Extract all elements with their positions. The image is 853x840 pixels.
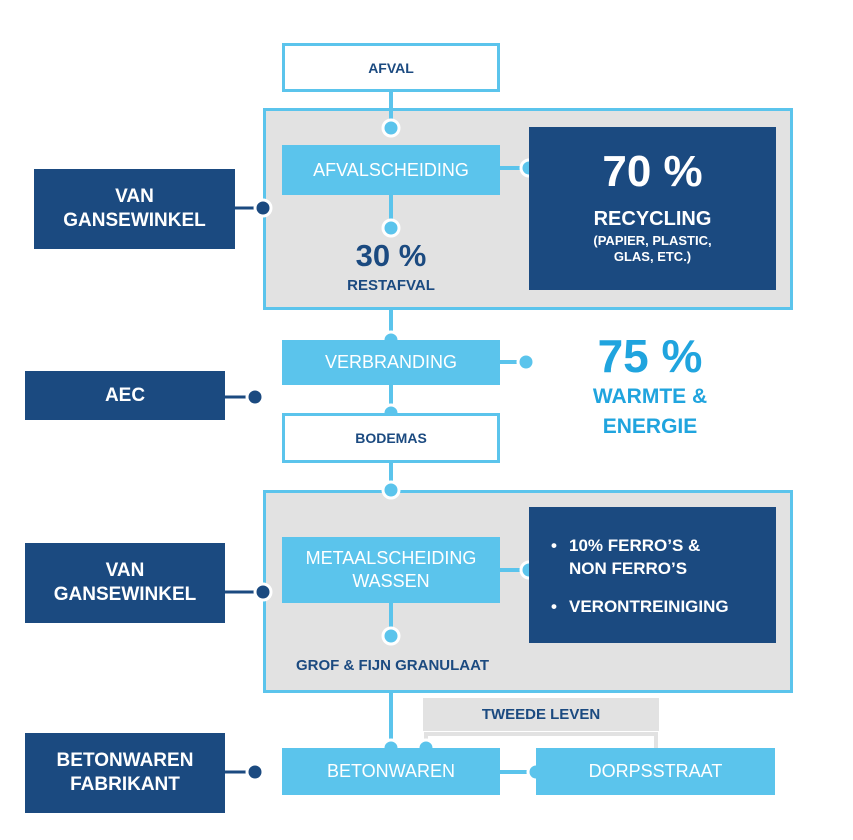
metals-item-verontreiniging: VERONTREINIGING bbox=[529, 595, 776, 618]
node-metaalscheiding-line2: WASSEN bbox=[352, 571, 430, 591]
restafval-label: RESTAFVAL bbox=[347, 277, 435, 294]
metals-item-verontreiniging-text: VERONTREINIGING bbox=[569, 597, 729, 616]
actor-aec-label: AEC bbox=[104, 384, 146, 406]
node-afvalscheiding-label: AFVALSCHEIDING bbox=[313, 159, 469, 180]
node-dorpsstraat-label: DORPSSTRAAT bbox=[588, 761, 723, 781]
node-bodemas: BODEMAS bbox=[282, 413, 500, 463]
actor-van-gansewinkel-2-line2: GANSEWINKEL bbox=[53, 584, 197, 605]
actor-betonwaren-fabrikant-line1: BETONWAREN bbox=[56, 750, 194, 771]
energy-line1: WARMTE & bbox=[592, 385, 708, 408]
metals-list: 10% FERRO’S & NON FERRO’S VERONTREINIGIN… bbox=[529, 534, 776, 618]
granulaat-label: GROF & FIJN GRANULAAT bbox=[295, 657, 490, 674]
recycling-percentage: 70 % bbox=[602, 147, 703, 196]
node-afval: AFVAL bbox=[282, 43, 500, 92]
node-bodemas-label: BODEMAS bbox=[355, 430, 427, 446]
restafval-percentage: 30 % bbox=[355, 238, 427, 273]
actor-van-gansewinkel-1-line2: GANSEWINKEL bbox=[63, 210, 206, 231]
node-verbranding-label: VERBRANDING bbox=[324, 352, 458, 372]
recycling-detail-line1: (PAPIER, PLASTIC, bbox=[593, 233, 712, 248]
actor-betonwaren-fabrikant: BETONWAREN FABRIKANT bbox=[25, 733, 225, 813]
actor-betonwaren-fabrikant-line2: FABRIKANT bbox=[70, 774, 180, 795]
node-afval-label: AFVAL bbox=[368, 59, 414, 76]
energy-percentage: 75 % bbox=[597, 330, 703, 382]
node-dorpsstraat: DORPSSTRAAT bbox=[536, 748, 775, 795]
node-betonwaren: BETONWAREN bbox=[282, 748, 500, 795]
metals-item-ferro: 10% FERRO’S & NON FERRO’S bbox=[529, 534, 776, 580]
node-metaalscheiding: METAALSCHEIDING WASSEN bbox=[282, 537, 500, 603]
recycling-detail-line2: GLAS, ETC.) bbox=[613, 249, 692, 264]
energy-line2: ENERGIE bbox=[602, 415, 698, 438]
node-verbranding: VERBRANDING bbox=[282, 340, 500, 385]
tweede-leven-label: TWEEDE LEVEN bbox=[423, 698, 659, 731]
metals-item-ferro-text: 10% FERRO’S & NON FERRO’S bbox=[569, 536, 701, 578]
node-betonwaren-label: BETONWAREN bbox=[326, 761, 455, 781]
metals-box: 10% FERRO’S & NON FERRO’S VERONTREINIGIN… bbox=[529, 507, 776, 643]
node-metaalscheiding-line1: METAALSCHEIDING bbox=[305, 548, 477, 568]
recycling-title: RECYCLING bbox=[593, 208, 712, 230]
node-afvalscheiding: AFVALSCHEIDING bbox=[282, 145, 500, 195]
actor-van-gansewinkel-1: VAN GANSEWINKEL bbox=[34, 169, 235, 249]
actor-van-gansewinkel-2-line1: VAN bbox=[105, 560, 145, 581]
actor-van-gansewinkel-2: VAN GANSEWINKEL bbox=[25, 543, 225, 623]
actor-aec: AEC bbox=[25, 371, 225, 420]
recycling-box: 70 % RECYCLING (PAPIER, PLASTIC, GLAS, E… bbox=[529, 127, 776, 290]
actor-van-gansewinkel-1-line1: VAN bbox=[115, 186, 154, 207]
tweede-leven-text: TWEEDE LEVEN bbox=[481, 706, 601, 723]
